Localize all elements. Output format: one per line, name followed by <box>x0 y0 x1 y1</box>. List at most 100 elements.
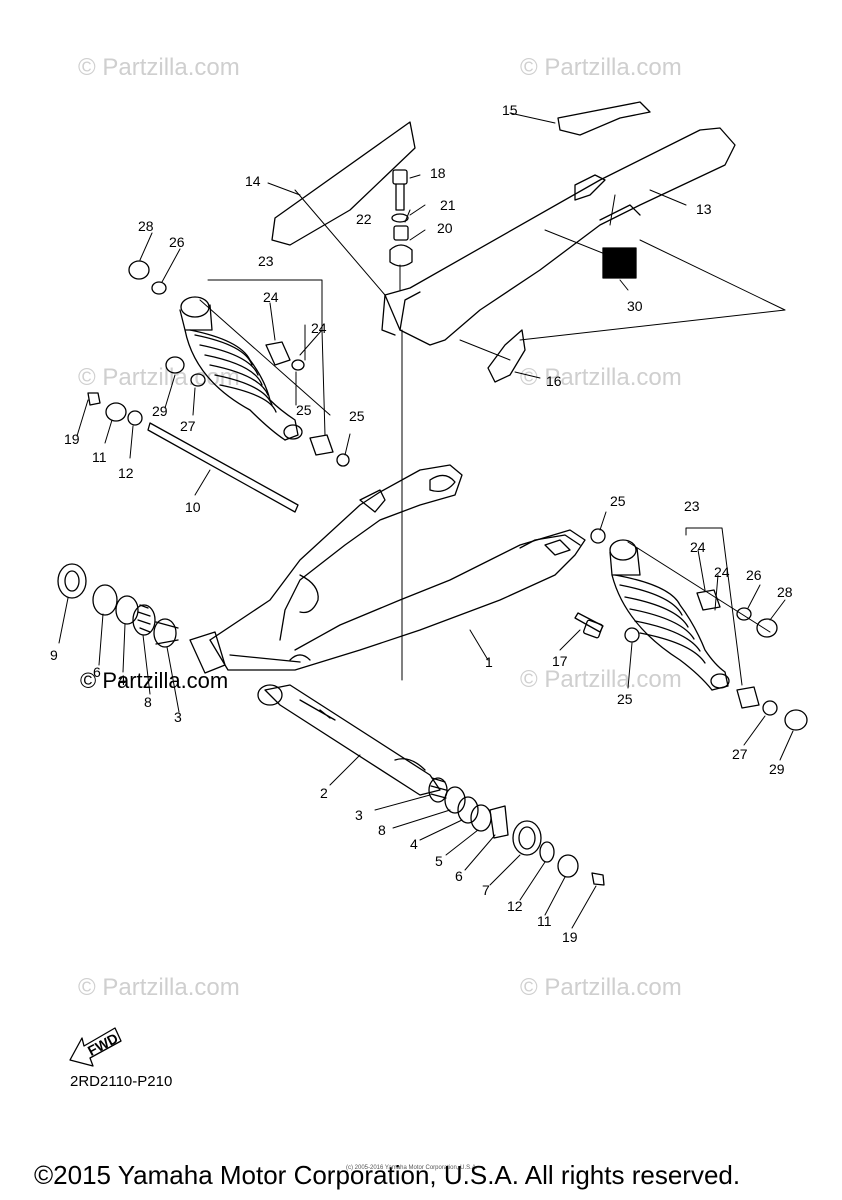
callout: 29 <box>769 761 785 777</box>
tiny-copyright: (c) 2005-2016 Yamaha Motor Corporation, … <box>346 1165 478 1171</box>
grommet-20 <box>389 244 413 267</box>
bracket-left <box>189 631 226 674</box>
cap-11-right <box>557 854 579 878</box>
bearing-3-right <box>428 777 448 803</box>
bearing-4-left <box>115 595 139 625</box>
bolt-17 <box>574 612 604 633</box>
nut-29-left <box>165 356 185 374</box>
seal-9 <box>57 563 87 599</box>
bearing-8-left <box>132 604 156 636</box>
bearing-4-right <box>457 796 479 824</box>
nut-28-left <box>128 260 150 280</box>
callout: 24 <box>311 320 327 336</box>
callout: 25 <box>610 493 626 509</box>
pivot-axle-2 <box>264 684 441 796</box>
copyright-notice: ©2015 Yamaha Motor Corporation, U.S.A. A… <box>34 1160 741 1190</box>
washer-26-left <box>151 281 167 295</box>
callout: 29 <box>152 403 168 419</box>
collar-24-right-upper <box>696 589 721 611</box>
callout: 20 <box>437 220 453 236</box>
watermark-bottom-right: © Partzilla.com <box>520 974 682 1001</box>
callout: 23 <box>258 253 274 269</box>
bolt-17-head <box>583 619 603 639</box>
bolt-18 <box>392 169 408 211</box>
bolt-19-upper <box>87 392 101 406</box>
callout: 8 <box>378 822 386 838</box>
fwd-arrow-icon <box>69 1027 122 1067</box>
callout: 11 <box>537 913 552 929</box>
watermark-mid-left: © Partzilla.com <box>78 364 240 391</box>
callout: 25 <box>617 691 633 707</box>
washer-26-right <box>736 607 752 621</box>
callout: 12 <box>507 898 523 914</box>
collar-24-upper <box>265 341 291 366</box>
left-shock <box>179 296 331 441</box>
callout: 26 <box>746 567 762 583</box>
callout: 15 <box>502 102 518 118</box>
callout: 17 <box>552 653 568 669</box>
watermark-top-left: © Partzilla.com <box>78 54 240 81</box>
washer-12-right <box>539 841 555 863</box>
callout: 28 <box>777 584 793 600</box>
callout: 4 <box>410 836 418 852</box>
washer-25-lower <box>336 453 350 467</box>
spacer-6-left <box>92 584 118 616</box>
callout: 7 <box>482 882 490 898</box>
callout: 26 <box>169 234 185 250</box>
protector-piece <box>271 121 416 246</box>
swingarm <box>209 464 586 671</box>
nut-29-right <box>784 709 808 731</box>
watermark-mid-lower-right: © Partzilla.com <box>520 666 682 693</box>
callout: 27 <box>732 746 748 762</box>
washer-25-right-upper <box>590 528 606 544</box>
fwd-label: FWD <box>85 1030 121 1059</box>
callout: 2 <box>320 785 328 801</box>
callout: 10 <box>185 499 201 515</box>
chain-case <box>381 127 736 346</box>
label-sticker <box>602 247 637 279</box>
bolt-19-right <box>591 872 605 886</box>
callout: 19 <box>64 431 80 447</box>
callout: 24 <box>714 564 730 580</box>
callout: 18 <box>430 165 446 181</box>
callout: 25 <box>296 402 312 418</box>
collar-21 <box>393 225 409 241</box>
watermark-top-right: © Partzilla.com <box>520 54 682 81</box>
cap-11-upper <box>105 402 127 422</box>
watermark-mid-right: © Partzilla.com <box>520 364 682 391</box>
callout: 8 <box>144 694 152 710</box>
callout: 19 <box>562 929 578 945</box>
watermark-bottom-left: © Partzilla.com <box>78 974 240 1001</box>
washer-22 <box>391 213 409 223</box>
callout: 14 <box>245 173 261 189</box>
callout: 22 <box>356 211 372 227</box>
washer-25-upper <box>291 359 305 371</box>
callout: 1 <box>485 654 493 670</box>
collar-24-lower <box>309 434 334 456</box>
callout: 24 <box>690 539 706 555</box>
callout: 11 <box>92 449 107 465</box>
callout: 12 <box>118 465 134 481</box>
callout: 24 <box>263 289 279 305</box>
callout: 25 <box>349 408 365 424</box>
washer-27-left <box>190 373 206 387</box>
collar-3-left <box>153 618 177 648</box>
guard-piece <box>557 101 651 136</box>
callout: 30 <box>627 298 643 314</box>
watermark-mid-lower-left: © Partzilla.com <box>80 668 229 693</box>
callout: 3 <box>355 807 363 823</box>
callout: 21 <box>440 197 456 213</box>
diagram-code: 2RD2110-P210 <box>70 1073 173 1090</box>
nut-28-right <box>756 618 778 638</box>
callout: 5 <box>435 853 443 869</box>
plate-piece <box>487 329 526 383</box>
collar-24-right-lower <box>736 686 760 709</box>
callout: 13 <box>696 201 712 217</box>
seal-7 <box>512 820 542 856</box>
callout: 16 <box>546 373 562 389</box>
spacer-6-right <box>489 805 509 839</box>
callout: 23 <box>684 498 700 514</box>
washer-12-upper <box>127 410 143 426</box>
callout: 6 <box>455 868 463 884</box>
